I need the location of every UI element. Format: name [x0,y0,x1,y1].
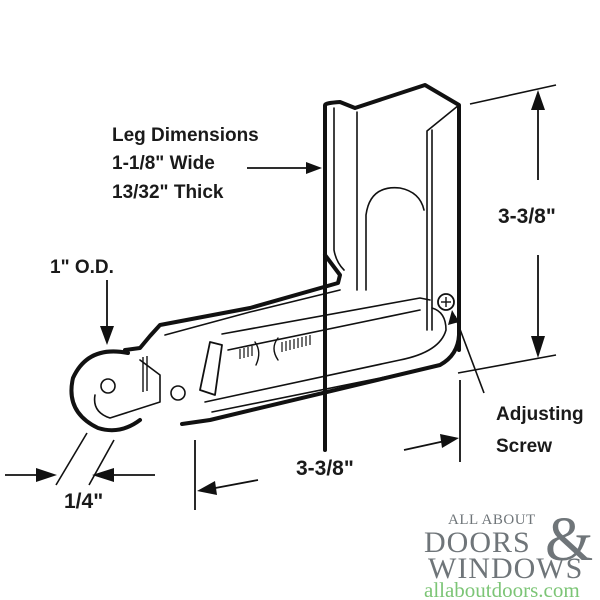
height-dimension-label: 3-3/8" [498,205,556,228]
adjusting-screw-label-line1: Adjusting [496,404,584,425]
height-dimension: 3-3/8" [457,84,557,374]
spring-coils [239,335,311,359]
logo-line-windows: WINDOWS [428,552,583,585]
all-about-doors-logo: ALL ABOUT DOORS & WINDOWS allaboutdoors.… [424,506,593,600]
arrow-down-icon [100,326,114,345]
arrow-right-icon [36,468,57,482]
leg-dimensions-callout: Leg Dimensions 1-1/8" Wide 13/32" Thick [112,125,322,203]
wheel-width-dimension: 1/4" [5,432,155,513]
adjusting-screw-label-line2: Screw [496,436,552,457]
wheel-width-label: 1/4" [64,490,103,513]
adjusting-screw-icon [437,293,455,311]
arrow-right-icon [306,162,322,174]
arrow-up-icon [531,90,545,110]
logo-line-all-about: ALL ABOUT [448,512,536,528]
wheel-diameter-label: 1" O.D. [50,257,114,278]
roller-assembly-drawing [69,83,461,452]
length-dimension-label: 3-3/8" [296,457,354,480]
length-dimension: 3-3/8" [194,380,461,510]
arrow-down-icon [531,336,545,358]
adjusting-screw-callout: Adjusting Screw [448,310,584,457]
wheel-diameter-callout: 1" O.D. [50,257,114,345]
leg-dimensions-title: Leg Dimensions [112,125,259,146]
roller-wheel-icon [69,349,186,433]
arrow-right-icon [440,434,459,448]
arrow-left-icon [92,468,114,482]
leg-width-label: 1-1/8" Wide [112,153,215,174]
logo-url: allaboutdoors.com [424,578,580,600]
arrow-left-icon [197,481,217,495]
logo-ampersand: & [545,506,593,574]
leg-thickness-label: 13/32" Thick [112,182,224,203]
logo-line-doors: DOORS [424,526,531,559]
